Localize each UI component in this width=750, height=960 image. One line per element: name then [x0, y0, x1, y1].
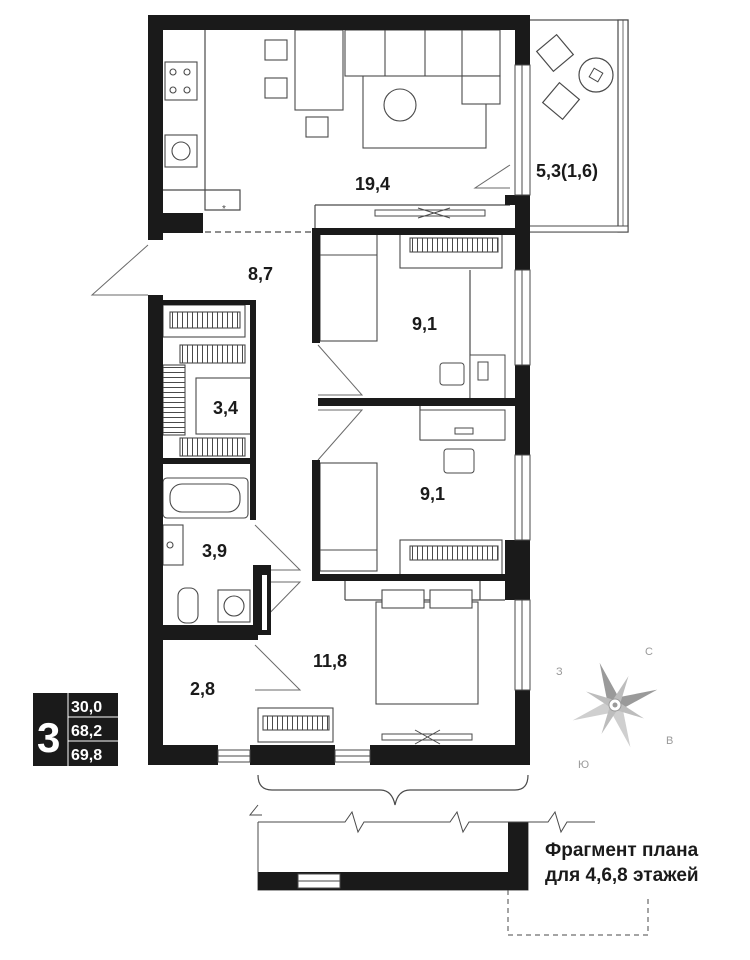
fragment-plan	[248, 804, 649, 936]
wardrobe-island	[195, 377, 255, 435]
fragment-brace	[257, 774, 529, 806]
room-area-corridor: 2,8	[190, 679, 215, 699]
room-area-master-bedroom: 11,8	[313, 651, 347, 671]
plan-caption: Фрагмент плана для 4,6,8 этажей	[545, 838, 750, 888]
compass-north-label: С	[645, 646, 653, 658]
apartment-area-with-balcony: 69,8	[71, 747, 102, 764]
windows	[217, 64, 531, 763]
fridge-icon: *	[222, 204, 226, 215]
apartment-rooms-count: 3	[37, 714, 60, 761]
dining-set	[264, 29, 344, 138]
walls	[148, 15, 530, 765]
kitchen-stove	[164, 61, 198, 101]
wardrobes	[162, 231, 503, 743]
beds	[319, 232, 479, 705]
room-area-wardrobe: 3,4	[213, 398, 238, 418]
room-area-hall: 8,7	[248, 264, 273, 284]
compass-east-label: В	[666, 735, 673, 747]
room-area-bathroom: 3,9	[202, 541, 227, 561]
desks	[419, 354, 506, 474]
living-furniture	[344, 29, 501, 149]
caption-line-2: для 4,6,8 этажей	[545, 865, 699, 886]
room-area-living-kitchen: 19,4	[355, 174, 390, 194]
room-area-bedroom-1: 9,1	[412, 314, 437, 334]
balcony	[527, 19, 629, 233]
compass-west-label: З	[556, 666, 563, 678]
compass-rose	[572, 662, 658, 748]
bathroom-fixtures	[162, 477, 251, 624]
caption-line-1: Фрагмент плана	[545, 840, 699, 861]
apartment-area-living: 30,0	[71, 699, 102, 716]
living-window-marker	[374, 207, 486, 219]
room-area-balcony: 5,3(1,6)	[536, 161, 598, 181]
master-window-marker	[381, 729, 473, 745]
svg-text:*: *	[222, 204, 226, 215]
compass-south-label: Ю	[578, 759, 589, 771]
apartment-area-total: 68,2	[71, 723, 102, 740]
room-area-bedroom-2: 9,1	[420, 484, 445, 504]
apartment-badge	[33, 693, 118, 766]
kitchen-sink	[164, 134, 198, 168]
